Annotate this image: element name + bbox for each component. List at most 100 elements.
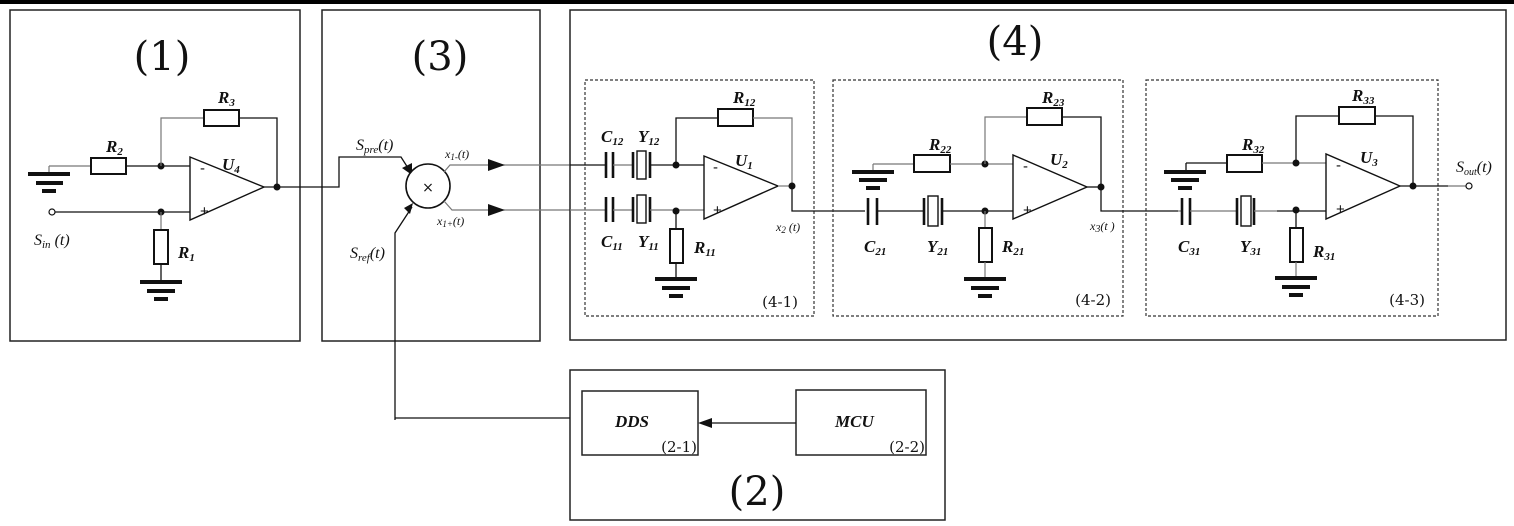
sref-label: Sref(t) bbox=[350, 245, 385, 264]
opamp-u2 bbox=[1012, 153, 1089, 221]
c11-label: C11 bbox=[601, 232, 623, 253]
opamp-plus: + bbox=[200, 203, 209, 220]
arrow-icon bbox=[402, 163, 412, 175]
block-4-frame bbox=[569, 9, 1507, 341]
r33-label: R33 bbox=[1351, 86, 1375, 107]
u4-label: U4 bbox=[222, 155, 240, 176]
r12-label: R12 bbox=[732, 88, 756, 109]
y31-label: Y31 bbox=[1240, 237, 1261, 258]
ground-icon bbox=[655, 277, 697, 298]
x2-label: x2 (t) bbox=[775, 220, 800, 235]
block-4-filter: (4) (4-1) C12 Y12 R12 bbox=[569, 9, 1507, 341]
ground-icon bbox=[1275, 276, 1317, 297]
stage-4-3-label: (4-3) bbox=[1389, 291, 1425, 309]
ground-icon bbox=[28, 165, 90, 193]
u3-label: U3 bbox=[1360, 148, 1378, 169]
arrow-icon bbox=[404, 203, 413, 214]
arrow-icon bbox=[488, 159, 505, 171]
x1m-label: x1-(t) bbox=[444, 147, 469, 162]
r22-label: R22 bbox=[928, 135, 952, 156]
r3-label: R3 bbox=[217, 88, 235, 109]
top-border bbox=[0, 0, 1514, 4]
block-2-label: (2) bbox=[729, 469, 786, 515]
dds-label: DDS bbox=[614, 412, 649, 431]
resistor-r21 bbox=[978, 227, 993, 263]
r23-label: R23 bbox=[1041, 88, 1065, 109]
crystal-y11 bbox=[636, 194, 647, 224]
c21-label: C21 bbox=[864, 237, 886, 258]
resistor-r12 bbox=[717, 108, 754, 127]
resistor-r11 bbox=[669, 228, 684, 264]
ground-icon bbox=[964, 277, 1006, 298]
stage-4-1-label: (4-1) bbox=[762, 293, 798, 311]
sout-label: Sout(t) bbox=[1456, 159, 1492, 178]
u1-label: U1 bbox=[735, 151, 753, 172]
block-2-frame bbox=[569, 369, 946, 521]
opamp-plus: + bbox=[1023, 202, 1032, 219]
opamp-u3 bbox=[1325, 152, 1402, 221]
mcu-sublabel: (2-2) bbox=[889, 438, 925, 456]
stage-4-1-frame bbox=[584, 79, 815, 317]
opamp-u4 bbox=[189, 155, 266, 222]
y11-label: Y11 bbox=[638, 232, 659, 253]
opamp-minus: - bbox=[1023, 158, 1028, 175]
stage-4-2-frame bbox=[832, 79, 1124, 317]
opamp-plus: + bbox=[713, 202, 722, 219]
arrow-icon bbox=[488, 204, 505, 216]
r1-label: R1 bbox=[177, 243, 195, 264]
ground-icon bbox=[852, 163, 913, 190]
x3-label: x3(t ) bbox=[1089, 219, 1115, 235]
u2-label: U2 bbox=[1050, 150, 1068, 171]
opamp-plus: + bbox=[1336, 201, 1345, 218]
r11-label: R11 bbox=[693, 238, 716, 259]
sin-label: Sin (t) bbox=[34, 232, 70, 251]
y12-label: Y12 bbox=[638, 127, 660, 148]
crystal-y12 bbox=[636, 150, 647, 180]
dds-sublabel: (2-1) bbox=[661, 438, 697, 456]
resistor-r3 bbox=[203, 109, 240, 127]
x1p-label: x1+(t) bbox=[436, 214, 464, 229]
multiplier-icon: × bbox=[422, 180, 434, 196]
stage-4-3-frame bbox=[1145, 79, 1439, 317]
block-3-label: (3) bbox=[412, 34, 469, 80]
opamp-minus: - bbox=[1336, 157, 1341, 174]
opamp-minus: - bbox=[200, 160, 205, 177]
multiplier-circle bbox=[405, 163, 451, 209]
opamp-u1 bbox=[703, 154, 780, 221]
resistor-r22 bbox=[913, 154, 951, 173]
crystal-y21 bbox=[927, 195, 939, 227]
block-1-frame bbox=[9, 9, 301, 342]
c31-label: C31 bbox=[1178, 237, 1200, 258]
r21-label: R21 bbox=[1001, 237, 1024, 258]
opamp-minus: - bbox=[713, 159, 718, 176]
block-1-label: (1) bbox=[134, 34, 191, 80]
block-1-preamp: (1) R2 R3 - + U4 Sin (t) R bbox=[9, 9, 320, 342]
r32-label: R32 bbox=[1241, 135, 1265, 156]
arrow-icon bbox=[698, 418, 712, 428]
stage-4-2-label: (4-2) bbox=[1075, 291, 1111, 309]
resistor-r23 bbox=[1026, 107, 1063, 126]
block-3-frame bbox=[321, 9, 541, 342]
block-2-reference: (2) DDS (2-1) MCU (2-2) bbox=[395, 369, 946, 521]
resistor-r32 bbox=[1226, 154, 1263, 173]
resistor-r2 bbox=[90, 157, 127, 175]
y21-label: Y21 bbox=[927, 237, 948, 258]
ground-icon bbox=[140, 280, 182, 301]
r2-label: R2 bbox=[105, 137, 123, 158]
stage-4-1: (4-1) C12 Y12 R12 C11 bbox=[570, 79, 865, 317]
mcu-label: MCU bbox=[834, 412, 874, 431]
spre-label: Spre(t) bbox=[356, 137, 393, 156]
crystal-y31 bbox=[1240, 195, 1252, 227]
resistor-r33 bbox=[1338, 106, 1376, 125]
resistor-r31 bbox=[1289, 227, 1304, 263]
resistor-r1 bbox=[153, 229, 169, 265]
c12-label: C12 bbox=[601, 127, 624, 148]
stage-4-2: (4-2) R22 R23 C21 Y bbox=[832, 79, 1178, 317]
input-terminal bbox=[48, 208, 56, 216]
output-terminal bbox=[1465, 182, 1473, 190]
block-4-label: (4) bbox=[987, 19, 1044, 65]
block-3-mixer: (3) Spre(t) × Sref(t) x1-(t) x1+(t) bbox=[320, 9, 570, 420]
r31-label: R31 bbox=[1312, 242, 1335, 263]
ground-icon bbox=[1164, 162, 1226, 190]
stage-4-3: (4-3) R32 R33 bbox=[1145, 79, 1492, 317]
